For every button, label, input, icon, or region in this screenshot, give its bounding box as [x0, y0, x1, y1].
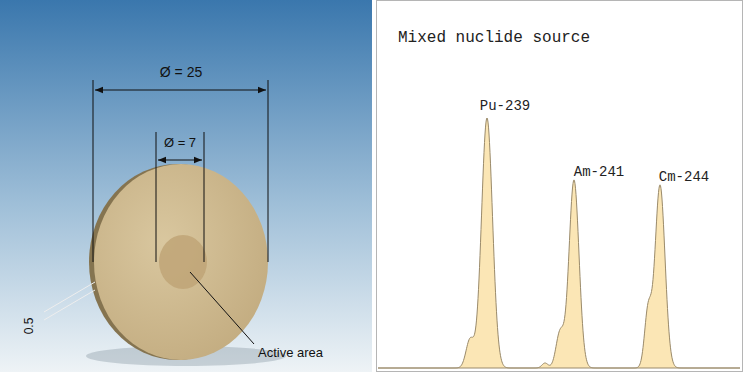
- extension-line: [93, 80, 94, 262]
- dimension-label: Ø = 25: [160, 65, 202, 79]
- extension-line: [268, 80, 269, 262]
- peak-label: Cm-244: [659, 170, 709, 184]
- extension-line: [156, 132, 157, 262]
- peak-label: Am-241: [574, 165, 624, 179]
- active-area: [159, 235, 207, 289]
- part-label: Active area: [258, 346, 323, 359]
- thickness-line: [44, 282, 95, 312]
- chart-title: Mixed nuclide source: [398, 30, 590, 46]
- thickness-line: [44, 290, 95, 320]
- dimension-label: 0.5: [23, 318, 35, 335]
- peak-label: Pu-239: [480, 99, 530, 113]
- leader-line: [190, 272, 254, 344]
- extension-line: [204, 132, 205, 262]
- chart-frame: [377, 1, 743, 372]
- dimension-label: Ø = 7: [164, 136, 196, 149]
- photo-background: [0, 0, 372, 372]
- dimension-line: [158, 159, 202, 160]
- disc-face: [94, 164, 268, 360]
- dimension-line: [95, 89, 266, 90]
- spectrum-peaks: [378, 118, 740, 368]
